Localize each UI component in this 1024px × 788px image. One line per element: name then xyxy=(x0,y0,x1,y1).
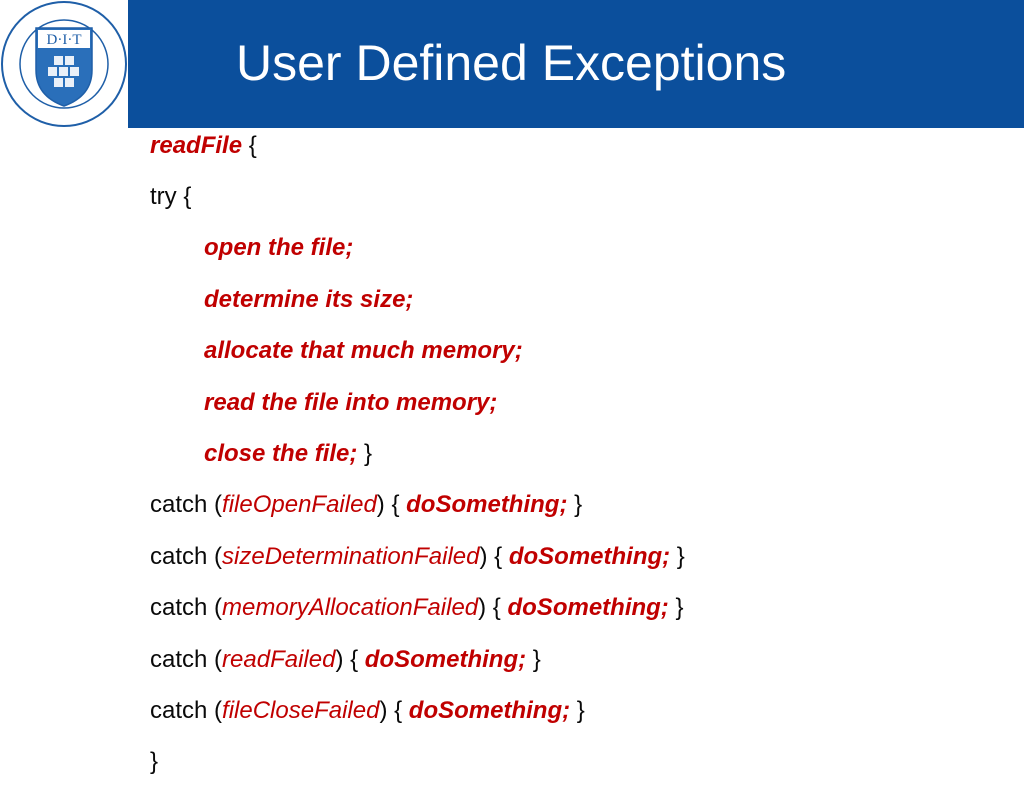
catch-action: doSomething; xyxy=(508,542,671,570)
catch-mid: ) { xyxy=(379,696,409,724)
catch-action: doSomething; xyxy=(364,645,527,673)
function-name: readFile xyxy=(150,131,243,159)
code-line-try-body: allocate that much memory; xyxy=(150,326,1010,377)
catch-keyword: catch ( xyxy=(150,696,223,724)
code-line-try-body: close the file; } xyxy=(150,428,1010,479)
dit-logo: D·I·T xyxy=(0,0,128,128)
exception-name: fileOpenFailed xyxy=(222,491,377,519)
statement-allocate-memory: allocate that much memory; xyxy=(204,337,523,365)
catch-line: catch (fileCloseFailed) { doSomething; } xyxy=(150,685,1010,736)
catch-line: catch (memoryAllocationFailed) { doSomet… xyxy=(150,583,1010,634)
brace-open: { xyxy=(242,131,257,159)
code-line-try: try { xyxy=(150,171,1010,222)
catch-mid: ) { xyxy=(479,542,509,570)
code-line-try-body: open the file; xyxy=(150,223,1010,274)
exception-name: fileCloseFailed xyxy=(222,696,380,724)
catch-end: } xyxy=(570,696,585,724)
catch-end: } xyxy=(670,542,685,570)
catch-keyword: catch ( xyxy=(150,542,223,570)
logo-text: D·I·T xyxy=(47,32,82,48)
slide-title: User Defined Exceptions xyxy=(236,35,787,91)
closing-brace: } xyxy=(150,748,159,776)
try-keyword: try { xyxy=(150,183,192,211)
statement-determine-size: determine its size; xyxy=(204,285,414,313)
catch-end: } xyxy=(668,594,684,622)
catch-action: doSomething; xyxy=(406,491,568,519)
statement-read-file: read the file into memory; xyxy=(204,388,498,416)
exception-name: readFailed xyxy=(222,645,336,673)
code-block: readFile { try { open the file; determin… xyxy=(150,120,1010,788)
catch-keyword: catch ( xyxy=(150,594,223,622)
catch-mid: ) { xyxy=(478,594,508,622)
code-line-try-body: determine its size; xyxy=(150,274,1010,325)
statement-close-file: close the file; xyxy=(204,440,358,468)
catch-keyword: catch ( xyxy=(150,645,223,673)
catch-action: doSomething; xyxy=(408,696,571,724)
catch-mid: ) { xyxy=(376,491,407,519)
catch-keyword: catch ( xyxy=(150,491,223,519)
exception-name: memoryAllocationFailed xyxy=(222,594,479,622)
statement-open-file: open the file; xyxy=(204,234,354,262)
catch-end: } xyxy=(567,491,583,519)
catch-end: } xyxy=(526,645,541,673)
catch-line: catch (fileOpenFailed) { doSomething; } xyxy=(150,480,1010,531)
catch-action: doSomething; xyxy=(507,594,669,622)
exception-name: sizeDeterminationFailed xyxy=(222,542,480,570)
code-line-closing: } xyxy=(150,737,1010,788)
code-line-try-body: read the file into memory; xyxy=(150,377,1010,428)
brace-close: } xyxy=(357,440,373,468)
catch-line: catch (readFailed) { doSomething; } xyxy=(150,634,1010,685)
catch-line: catch (sizeDeterminationFailed) { doSome… xyxy=(150,531,1010,582)
code-line-function: readFile { xyxy=(150,120,1010,171)
catch-mid: ) { xyxy=(335,645,365,673)
title-bar xyxy=(128,0,1024,128)
